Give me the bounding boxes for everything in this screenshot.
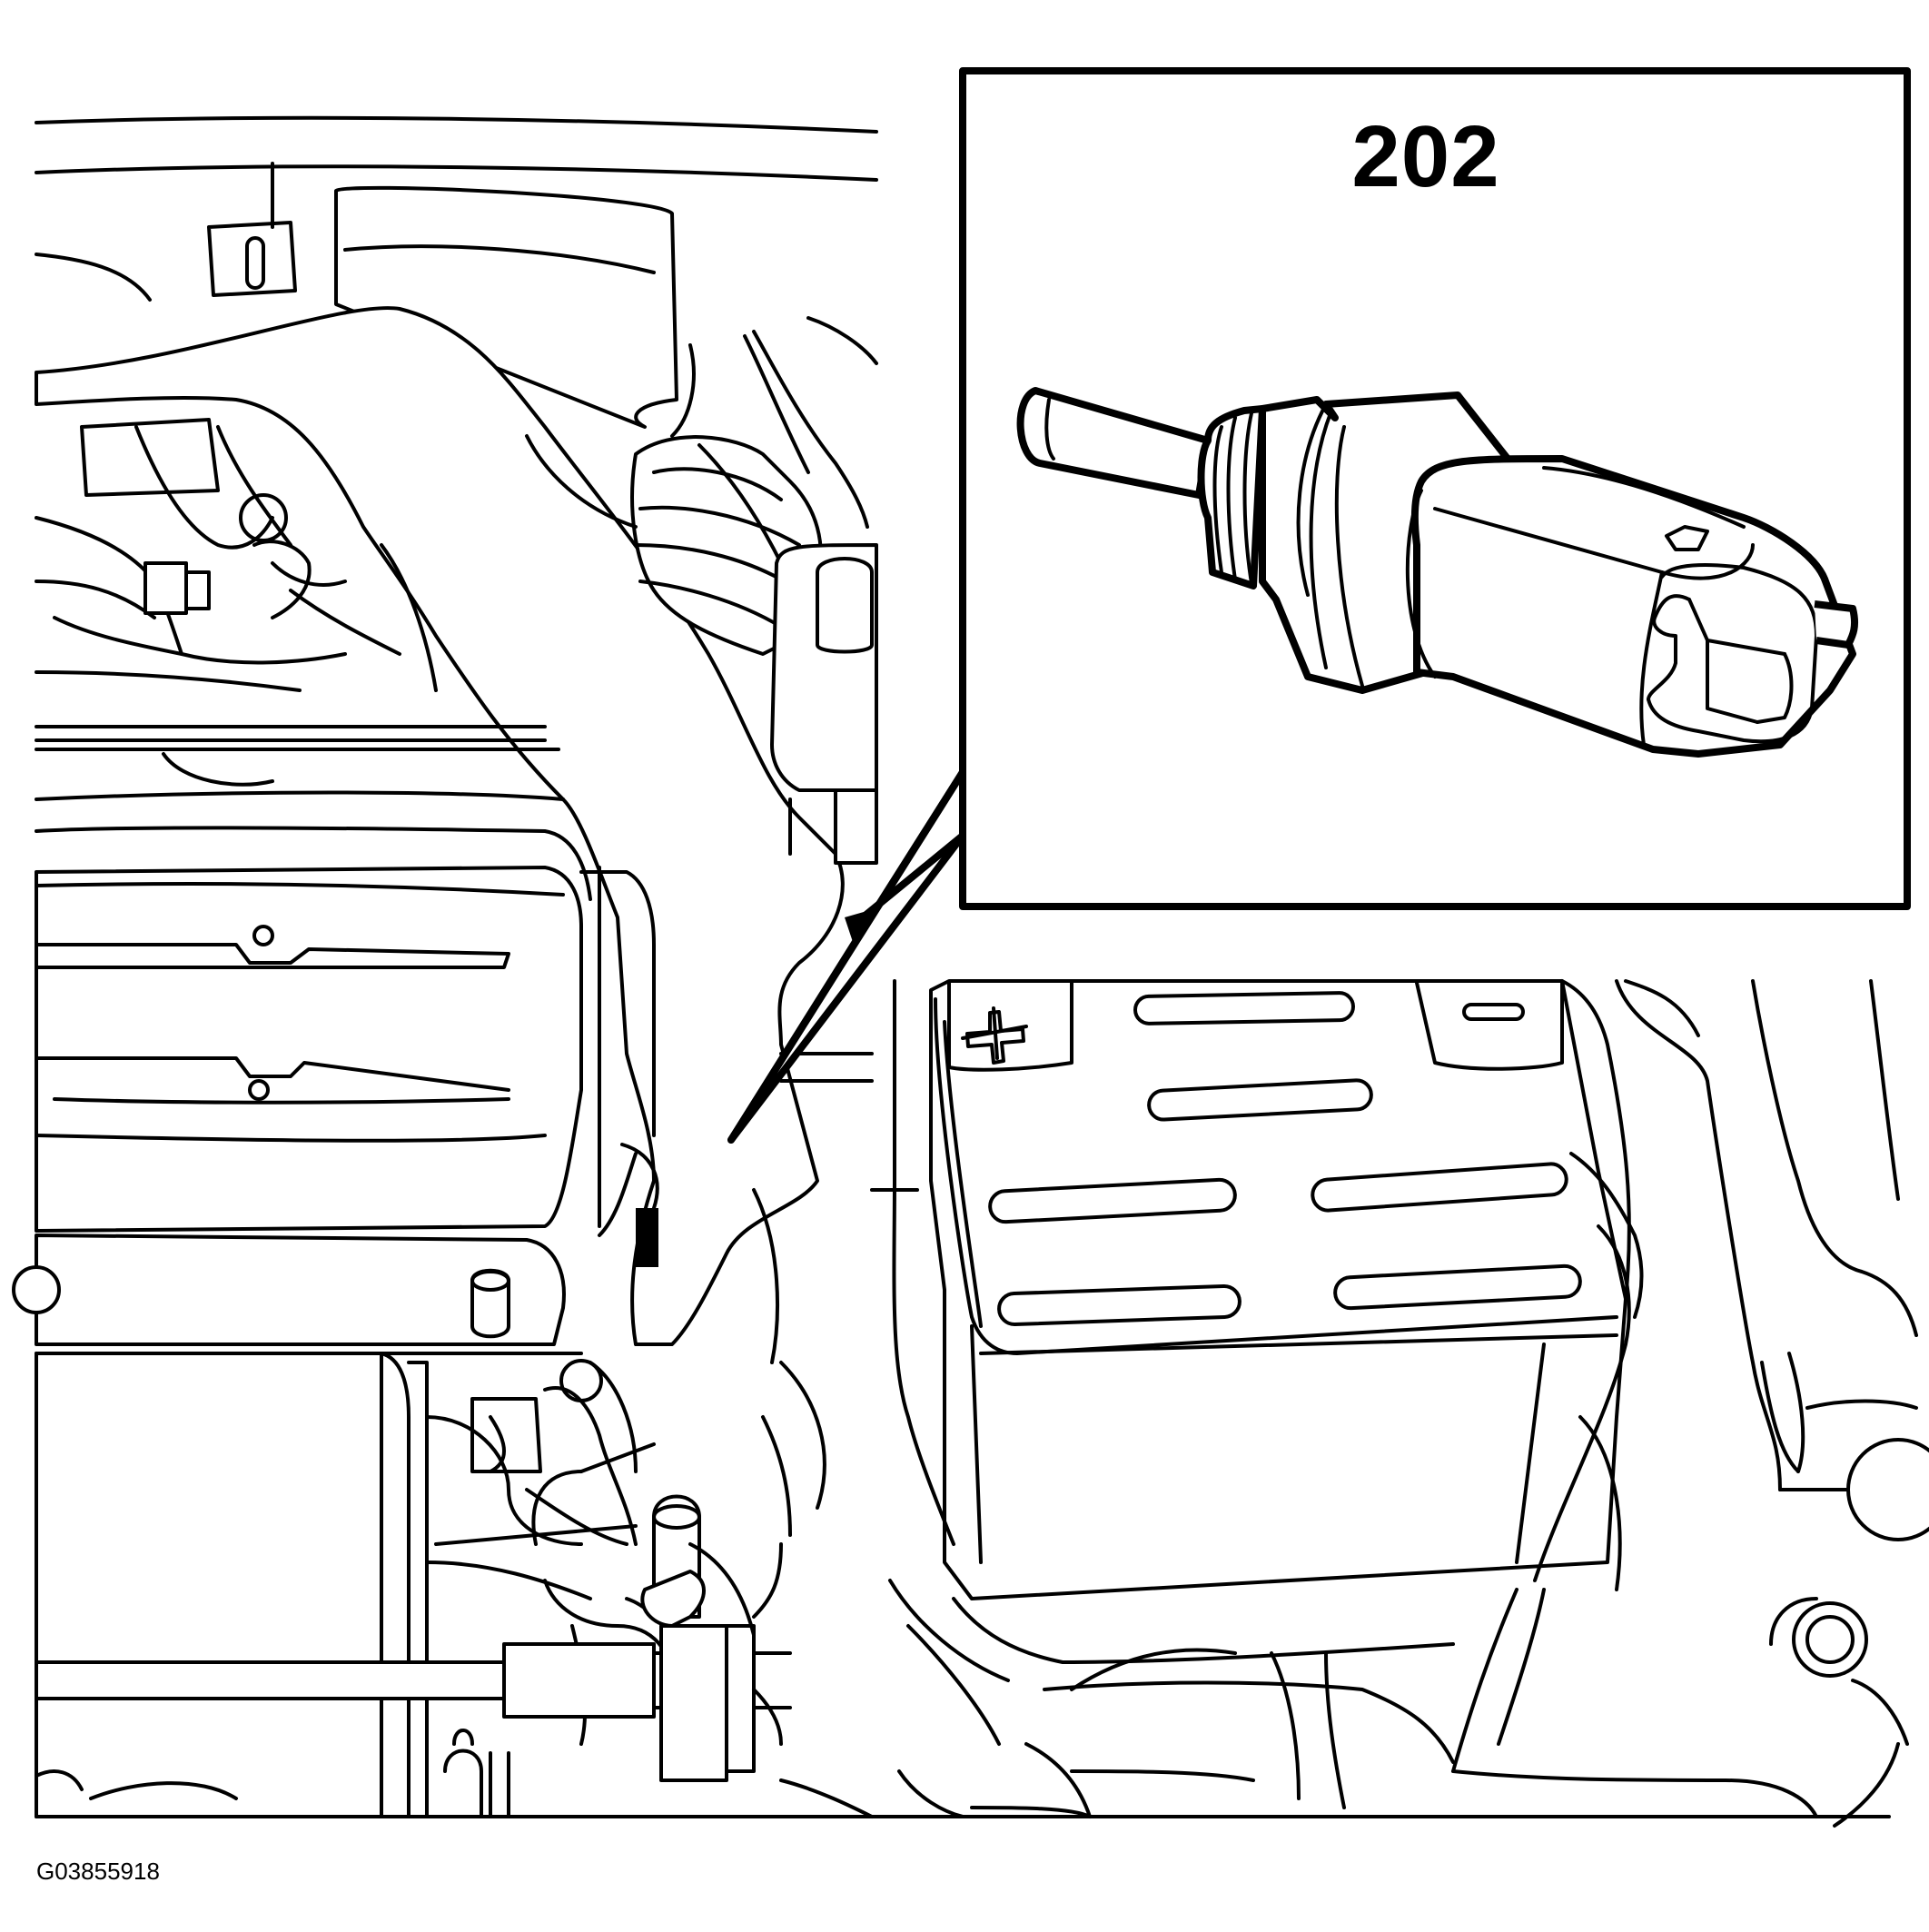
right-engine-bay xyxy=(35,979,1929,1828)
callout-number-label: 202 xyxy=(1351,108,1500,205)
callout-leader xyxy=(727,768,966,1144)
battery xyxy=(929,979,1627,1600)
engine-bay-background xyxy=(12,115,878,1818)
coolant-temperature-sensor xyxy=(1016,387,1859,758)
figure-code: G03855918 xyxy=(36,1858,160,1885)
